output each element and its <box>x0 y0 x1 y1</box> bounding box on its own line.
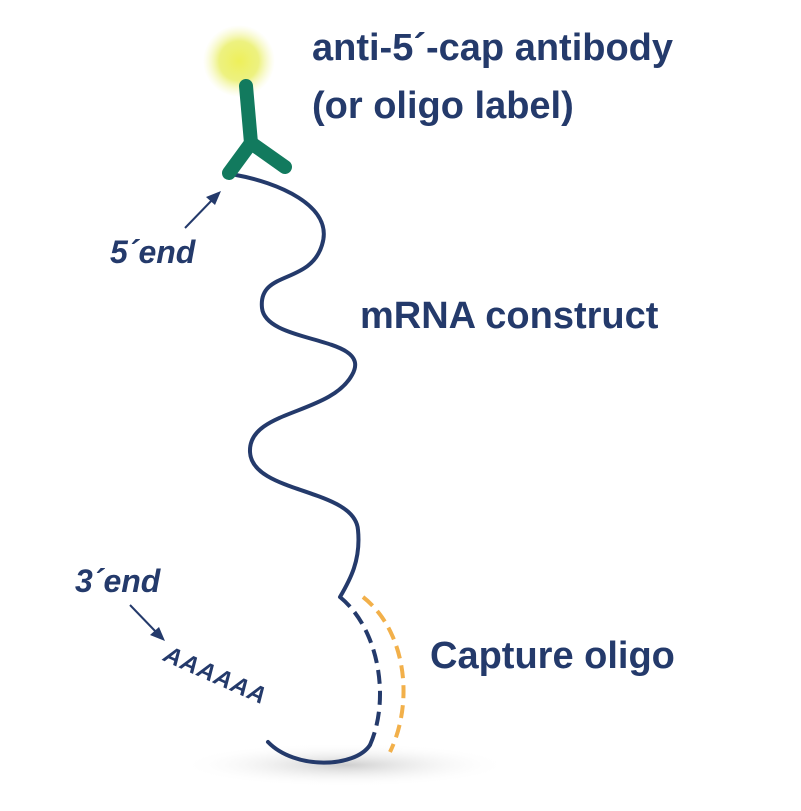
five-end-arrow <box>184 191 221 229</box>
fluorescent-glow <box>203 25 275 97</box>
antibody-label-line2: (or oligo label) <box>312 85 574 127</box>
mrna-construct-label: mRNA construct <box>360 295 659 337</box>
capture-oligo-strand <box>361 595 406 753</box>
capture-oligo-label: Capture oligo <box>430 635 675 677</box>
antibody-icon <box>222 79 292 180</box>
three-end-label: 3´end <box>75 563 162 599</box>
five-end-label: 5´end <box>110 234 197 270</box>
mrna-capture-region <box>338 595 382 746</box>
three-end-arrow <box>129 604 165 641</box>
poly-a-tail-label: AAAAAA <box>159 640 271 710</box>
antibody-label-line1: anti-5´-cap antibody <box>312 27 673 69</box>
ground-shadow <box>180 743 510 787</box>
mrna-strand <box>234 173 361 599</box>
mrna-tail-curve <box>266 740 372 765</box>
